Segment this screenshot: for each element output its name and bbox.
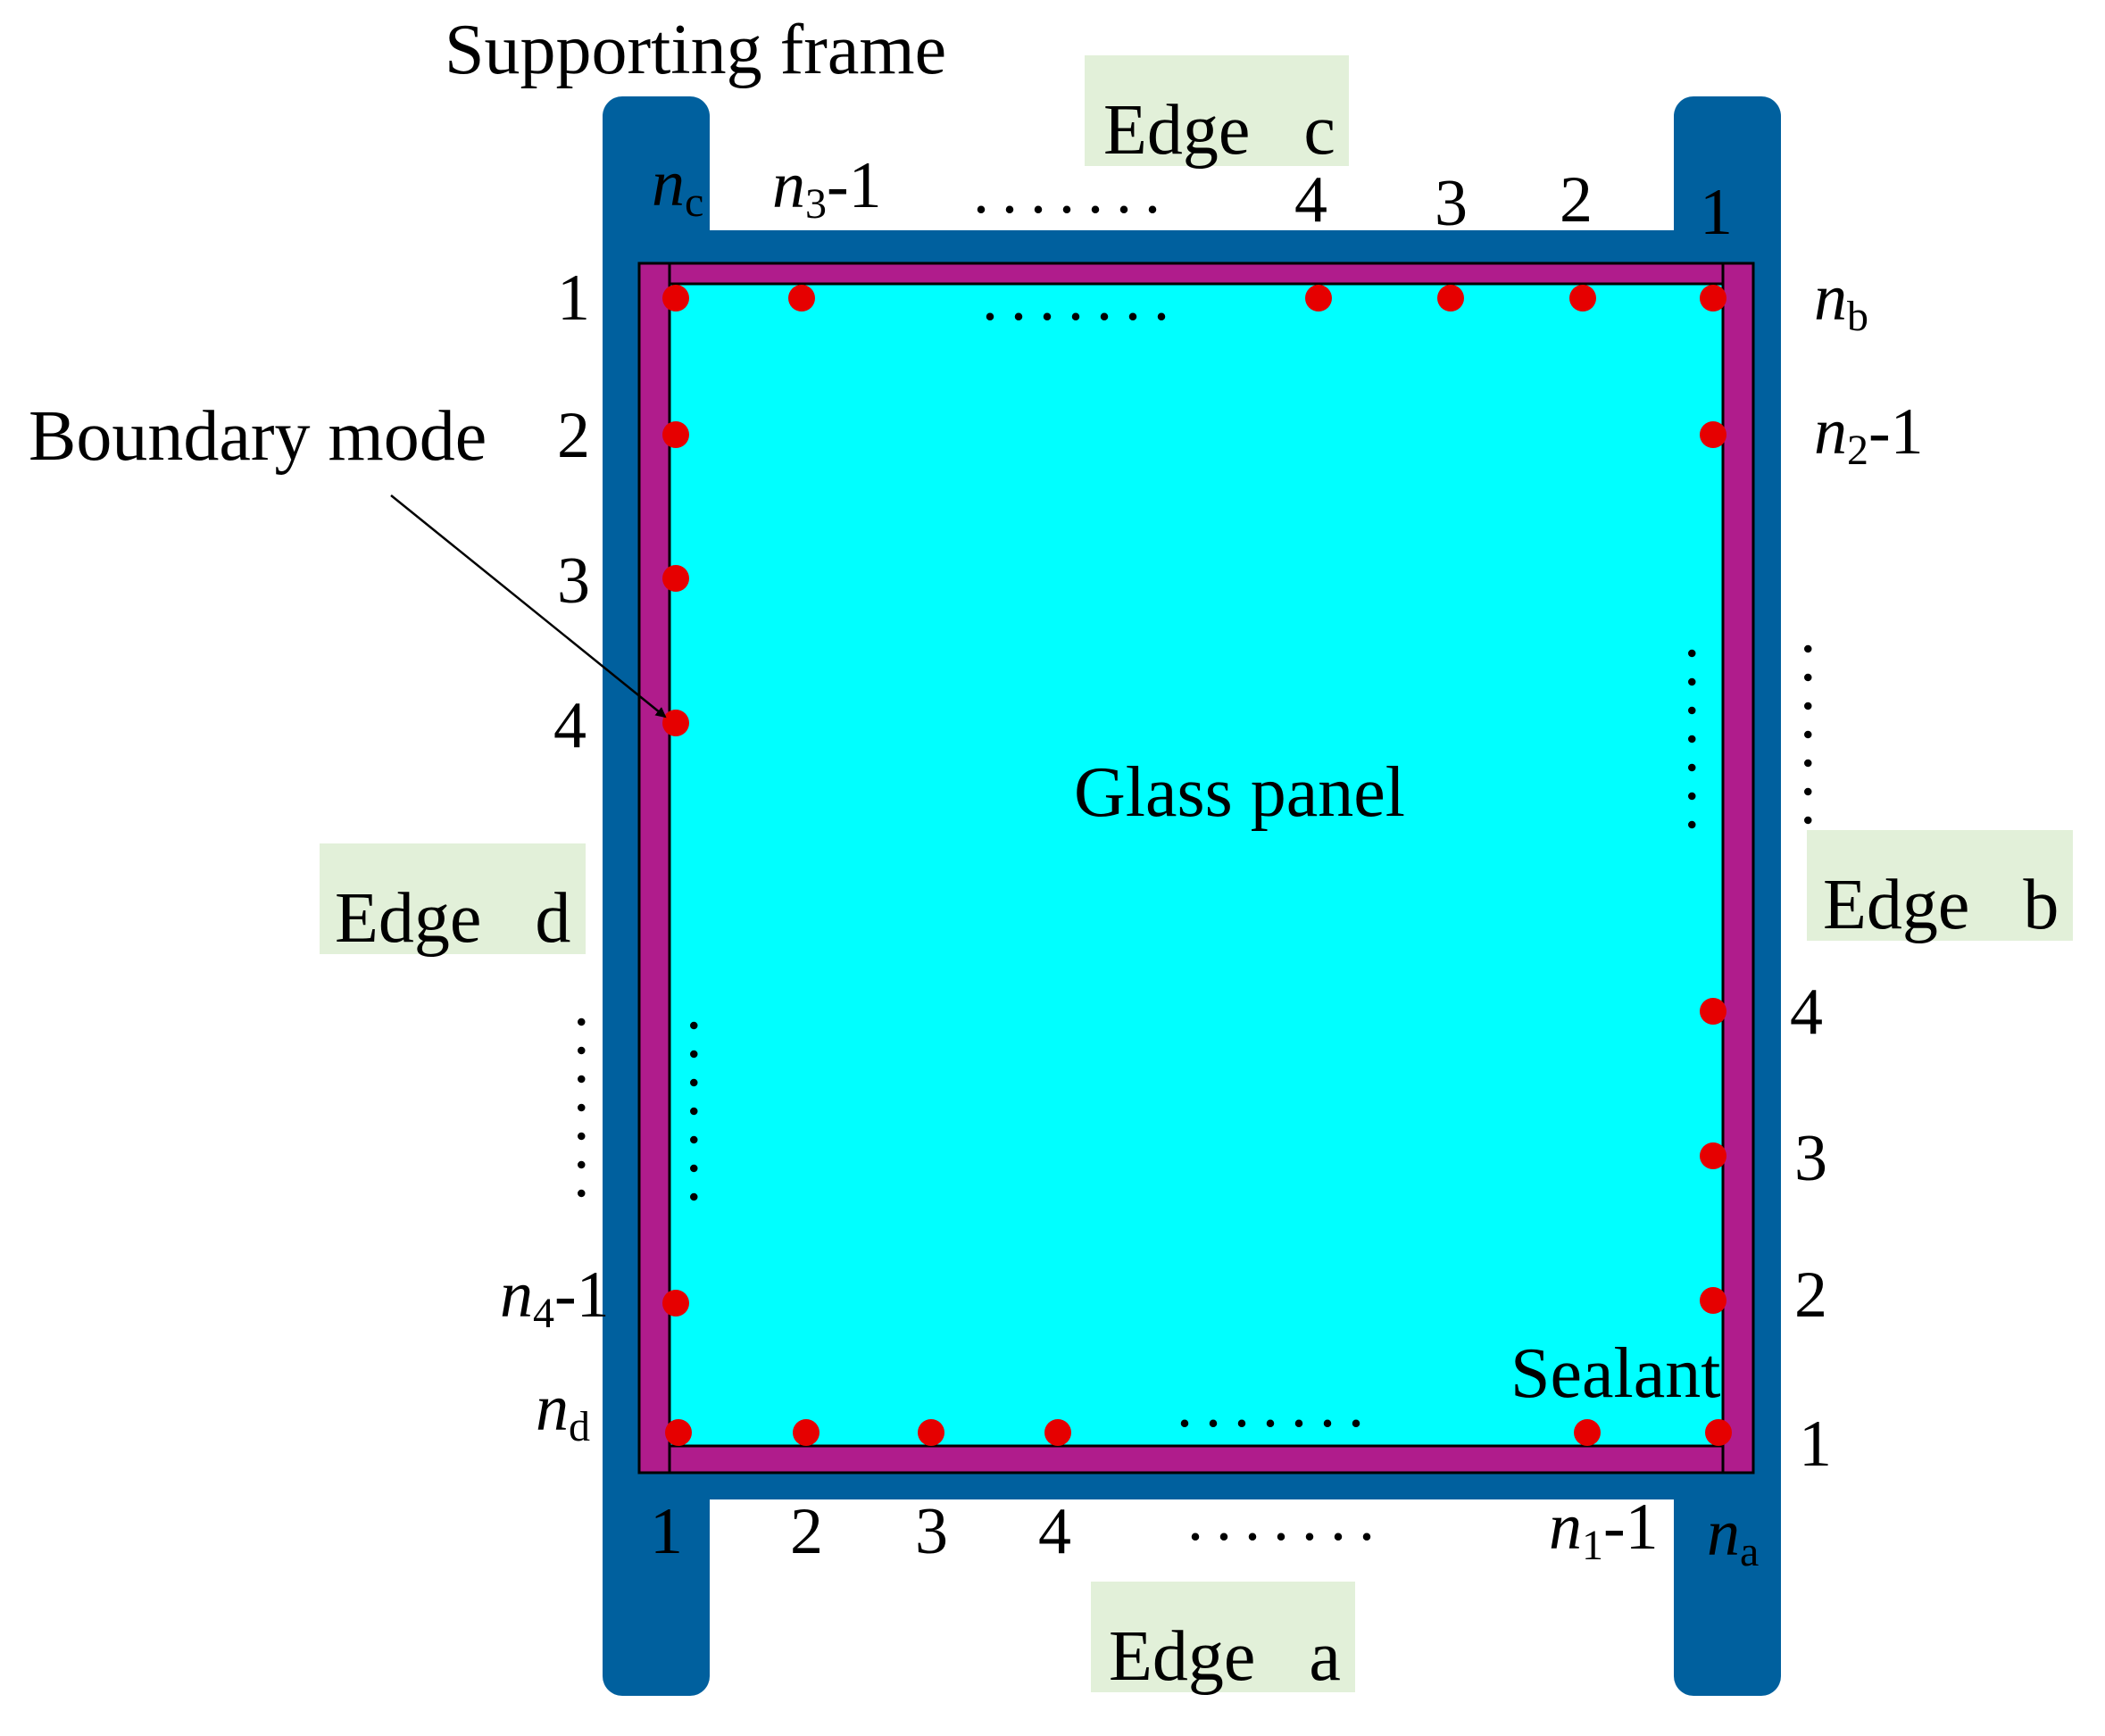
- bottom-ellipsis: .......: [1187, 1483, 1387, 1554]
- node-left-2: [662, 421, 689, 448]
- right-label-2: 2: [1794, 1258, 1827, 1332]
- bottom-label-na: na: [1707, 1497, 1759, 1575]
- right-label-3: 3: [1794, 1122, 1827, 1195]
- bottom-inner-ellipsis: .......: [1177, 1369, 1377, 1441]
- node-top-4: [1305, 285, 1332, 311]
- left-label-n4m1: n4-1: [500, 1258, 610, 1337]
- left-ellipsis-inner: .......: [677, 1018, 748, 1217]
- boundary-mode-arrow: [390, 494, 667, 718]
- top-ellipsis: .......: [973, 155, 1173, 227]
- node-bottom-n1m1: [1574, 1419, 1601, 1446]
- edge-d-bg: [320, 843, 586, 954]
- right-label-4: 4: [1790, 976, 1823, 1049]
- left-ellipsis-outer: .......: [564, 1014, 636, 1214]
- edge-c-bg: [1085, 55, 1349, 166]
- node-top-1: [1700, 285, 1726, 311]
- right-label-1: 1: [1799, 1408, 1832, 1481]
- top-label-3: 3: [1435, 167, 1468, 240]
- edge-a-bg: [1091, 1582, 1355, 1692]
- glass-panel: [668, 282, 1725, 1448]
- bottom-label-2: 2: [790, 1495, 823, 1568]
- bottom-label-1: 1: [650, 1495, 683, 1568]
- node-top-3: [1437, 285, 1464, 311]
- sealant-corner-lines: [668, 263, 1725, 1473]
- bottom-label-3: 3: [915, 1495, 948, 1568]
- edge-d-label: Edge d: [335, 879, 570, 958]
- boundary-nodes: [662, 285, 1732, 1446]
- top-label-n3m1: n3-1: [772, 149, 882, 228]
- node-top-n3m1: [788, 285, 815, 311]
- edge-b-bg: [1807, 830, 2073, 941]
- left-label-1: 1: [557, 262, 590, 335]
- node-bottom-2: [793, 1419, 820, 1446]
- node-right-n2m1: [1700, 421, 1726, 448]
- left-label-3: 3: [557, 544, 590, 618]
- right-label-n2m1: n2-1: [1814, 395, 1924, 474]
- left-label-4: 4: [553, 689, 587, 762]
- node-bottom-na: [1705, 1419, 1732, 1446]
- right-ellipsis-inner: .......: [1675, 645, 1746, 845]
- node-bottom-4: [1044, 1419, 1071, 1446]
- node-left-4: [662, 710, 689, 736]
- right-label-nb: nb: [1814, 262, 1868, 340]
- right-ellipsis-outer: .......: [1791, 641, 1862, 841]
- glass-panel-label: Glass panel: [1074, 753, 1405, 832]
- node-top-2: [1569, 285, 1596, 311]
- top-inner-ellipsis: .......: [982, 262, 1182, 334]
- top-label-nc: nc: [652, 147, 703, 226]
- node-top-nc: [662, 285, 689, 311]
- boundary-mode-label: Boundary mode: [29, 397, 487, 476]
- title: Supporting frame: [445, 11, 946, 89]
- edge-c-label: Edge c: [1103, 91, 1335, 170]
- top-label-2: 2: [1560, 163, 1593, 237]
- node-right-2: [1700, 1287, 1726, 1314]
- left-label-2: 2: [557, 399, 590, 472]
- node-right-3: [1700, 1142, 1726, 1169]
- top-label-4: 4: [1294, 163, 1327, 237]
- bottom-label-n1m1: n1-1: [1549, 1491, 1659, 1569]
- node-left-n4m1: [662, 1290, 689, 1317]
- node-left-3: [662, 565, 689, 592]
- node-right-4: [1700, 998, 1726, 1025]
- sealant-label: Sealant: [1510, 1334, 1720, 1413]
- node-bottom-3: [918, 1419, 944, 1446]
- edge-b-label: Edge b: [1823, 866, 2059, 944]
- top-label-1: 1: [1700, 176, 1733, 249]
- edge-a-label: Edge a: [1109, 1617, 1341, 1696]
- bottom-label-4: 4: [1038, 1495, 1071, 1568]
- node-bottom-1: [665, 1419, 692, 1446]
- left-label-nd: nd: [536, 1372, 590, 1450]
